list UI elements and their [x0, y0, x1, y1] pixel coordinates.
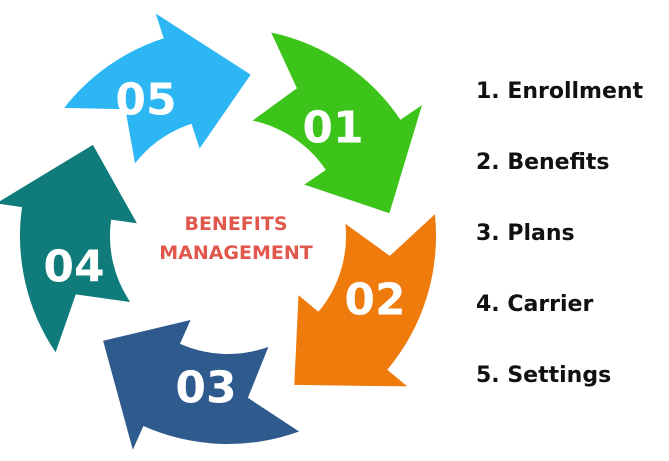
cycle-arrow-02: [294, 214, 437, 387]
cycle-arrow-05: [64, 13, 251, 164]
legend-item-plans: 3. Plans: [476, 221, 575, 246]
legend-item-carrier: 4. Carrier: [476, 292, 594, 317]
cycle-arrow-03: [103, 320, 300, 450]
segment-number-labels: 01 02 03 04 05: [43, 75, 405, 414]
cycle-arrows: [0, 13, 437, 450]
legend-item-enrollment: 1. Enrollment: [476, 79, 644, 104]
segment-05-number: 05: [115, 75, 176, 126]
segment-01-number: 01: [302, 103, 363, 154]
cycle-arrow-01: [252, 32, 422, 214]
legend-item-benefits: 2. Benefits: [476, 150, 610, 175]
legend-list: 1. Enrollment 2. Benefits 3. Plans 4. Ca…: [476, 72, 666, 427]
legend-item-settings: 5. Settings: [476, 363, 612, 388]
benefits-cycle-diagram: 01 02 03 04 05 BENEFITS MANAGEMENT: [0, 13, 437, 450]
segment-03-number: 03: [175, 363, 236, 414]
center-title: BENEFITS MANAGEMENT: [159, 213, 313, 264]
segment-02-number: 02: [344, 275, 405, 326]
segment-04-number: 04: [43, 242, 104, 293]
center-title-line2: MANAGEMENT: [159, 242, 313, 264]
cycle-arrow-04: [0, 144, 137, 353]
center-title-line1: BENEFITS: [184, 213, 287, 235]
